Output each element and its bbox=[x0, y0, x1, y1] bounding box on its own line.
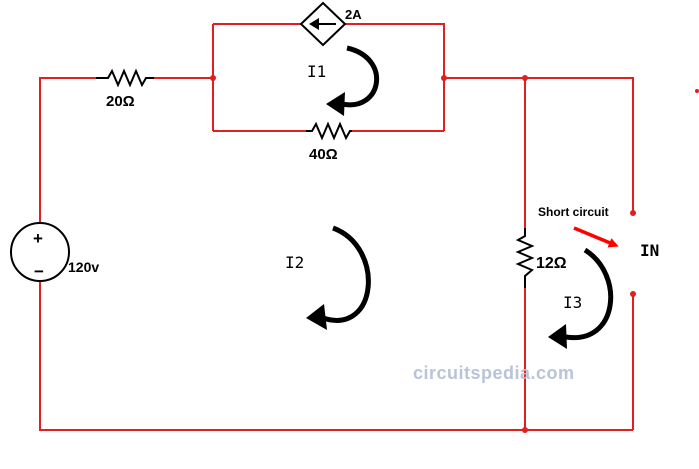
resistor-12-label: 12Ω bbox=[536, 255, 567, 272]
short-circuit-label: Short circuit bbox=[538, 205, 609, 219]
current-source-label: 2A bbox=[345, 7, 362, 22]
loop-i2: I2 bbox=[285, 225, 371, 330]
watermark: circuitspedia.com bbox=[413, 363, 575, 383]
short-circuit-arrow bbox=[573, 226, 619, 248]
wire-top-right bbox=[444, 77, 634, 213]
resistor-20: 20Ω bbox=[96, 68, 154, 110]
loop-i3: I3 bbox=[548, 247, 614, 349]
current-source-2a: 2A bbox=[299, 1, 362, 47]
voltage-source-plus: + bbox=[33, 229, 43, 248]
nodes bbox=[210, 75, 699, 433]
resistor-40-label: 40Ω bbox=[309, 146, 338, 163]
wire-left-top bbox=[39, 77, 96, 223]
node-top-12-branch bbox=[522, 75, 528, 81]
node-left-parallel bbox=[210, 75, 216, 81]
loop-i1-label: I1 bbox=[307, 62, 326, 81]
node-stray-dot bbox=[695, 89, 699, 93]
wire-bottom bbox=[39, 282, 633, 431]
short-circuit-annotation: Short circuit bbox=[538, 205, 619, 248]
voltage-source: + − 120v bbox=[10, 222, 99, 282]
wires bbox=[39, 23, 634, 431]
norton-current-label: IN bbox=[640, 241, 659, 260]
loop-i1: I1 bbox=[307, 45, 379, 116]
node-bottom-12-branch bbox=[522, 427, 528, 433]
loop-i2-label: I2 bbox=[285, 253, 304, 272]
voltage-source-label: 120v bbox=[68, 259, 99, 275]
resistor-12: 12Ω bbox=[515, 228, 567, 288]
voltage-source-minus: − bbox=[34, 262, 44, 281]
node-terminal-a bbox=[630, 210, 636, 216]
node-right-parallel bbox=[441, 75, 447, 81]
resistor-40: 40Ω bbox=[306, 121, 352, 163]
wire-parallel-top-right bbox=[345, 23, 445, 131]
resistor-20-label: 20Ω bbox=[106, 93, 135, 110]
loop-i3-label: I3 bbox=[563, 293, 582, 312]
node-terminal-b bbox=[630, 291, 636, 297]
